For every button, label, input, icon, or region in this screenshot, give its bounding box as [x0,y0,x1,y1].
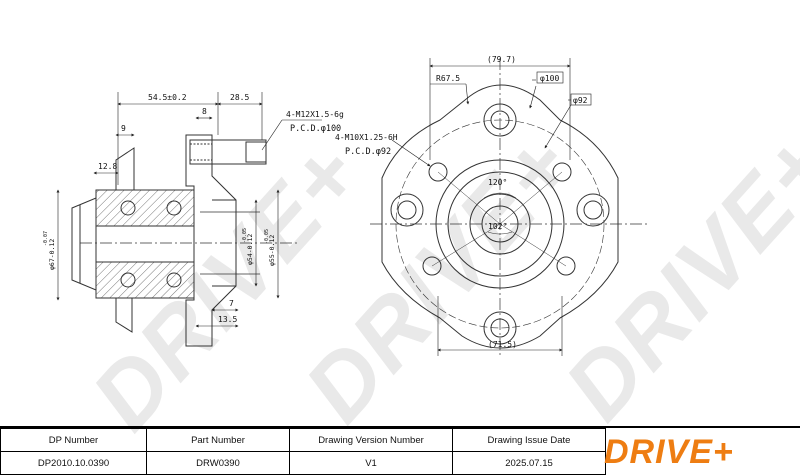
hub-body-bottom [95,261,195,299]
hub-body-top [95,189,195,227]
hub-ring-middle [447,171,553,277]
dim-bore: φ67-0.12 [48,239,56,270]
dim-width: (79.7) [487,55,516,64]
dim-seal-tol: -0.05 [242,228,248,243]
dim-seat-depth: 13.5 [218,315,237,324]
brand-logo: DRIVE+ [604,433,734,471]
stud-pcd: P.C.D.φ100 [290,124,341,134]
header-dp-number: DP Number [0,428,147,452]
technical-drawing: 54.5±0.2 28.5 8 9 12.8 4-M12X1.5-6g P.C.… [43,55,650,356]
mount-pcd: P.C.D.φ92 [345,147,391,157]
title-block-value-row: DP2010.10.0390 DRW0390 V1 2025.07.15 [0,451,606,475]
side-view-labels: 54.5±0.2 28.5 8 9 12.8 4-M12X1.5-6g P.C.… [43,93,344,324]
dim-radius: R67.5 [436,74,460,83]
flange-outline [185,134,237,347]
bearing-ball [120,272,136,288]
mount-hole [428,162,448,182]
dim-seal: φ54-0.12 [246,234,254,265]
flange-shape [381,84,619,349]
dim-offset: 9 [121,124,126,133]
pilot-step [71,197,97,291]
header-part-number: Part Number [146,428,290,452]
dim-total-length: 54.5±0.2 [148,93,187,102]
angle-120: 120° [488,178,507,187]
dim-pilot: 12.8 [98,162,117,171]
stud-hole [576,193,610,227]
stud-thread: 4-M12X1.5-6g [286,110,344,119]
dim-outer: φ55-0.12 [268,235,276,266]
header-issue-date: Drawing Issue Date [452,428,606,452]
side-view-dimensions [56,92,322,328]
knuckle-ear-top [115,147,135,190]
dim-pcd2: φ92 [573,96,588,105]
mount-hole [556,256,576,276]
dim-base: (71.5) [488,340,517,349]
front-view-labels: (79.7) R67.5 φ100 φ92 4-M10X1.25-6H P.C.… [335,55,592,349]
dim-flange: 8 [202,107,207,116]
side-section-view [71,134,300,347]
value-part-number: DRW0390 [146,451,290,475]
stud-hole [483,103,517,137]
dim-pcd1: φ100 [540,74,559,83]
title-block-table: DP Number Part Number Drawing Version Nu… [0,428,606,475]
value-dp-number: DP2010.10.0390 [0,451,147,475]
value-issue-date: 2025.07.15 [452,451,606,475]
mount-hole [422,256,442,276]
pcd-circle [395,119,605,329]
bearing-ball [166,200,182,216]
stud-hole [390,193,424,227]
dim-seat: 7 [229,299,234,308]
bearing-ball [120,200,136,216]
value-drawing-version: V1 [289,451,453,475]
front-view [370,58,650,356]
knuckle-ear-bottom [115,298,133,333]
title-block-header-row: DP Number Part Number Drawing Version Nu… [0,428,606,452]
front-view-dimensions [391,58,575,356]
dim-stud-length: 28.5 [230,93,249,102]
mount-hole [552,162,572,182]
title-block: DP Number Part Number Drawing Version Nu… [0,426,800,475]
wheel-stud [189,139,267,165]
header-drawing-version: Drawing Version Number [289,428,453,452]
bearing-ball [166,272,182,288]
hub-ring-outer [435,159,565,289]
mount-thread: 4-M10X1.25-6H [335,133,398,142]
dim-outer-tol: -0.05 [264,229,270,244]
angle-102: 102° [488,222,507,231]
stud-hole [483,311,517,345]
hub-ring-core [481,205,519,243]
hub-ring-inner [469,193,531,255]
dim-bore-tol: -0.07 [43,231,49,246]
